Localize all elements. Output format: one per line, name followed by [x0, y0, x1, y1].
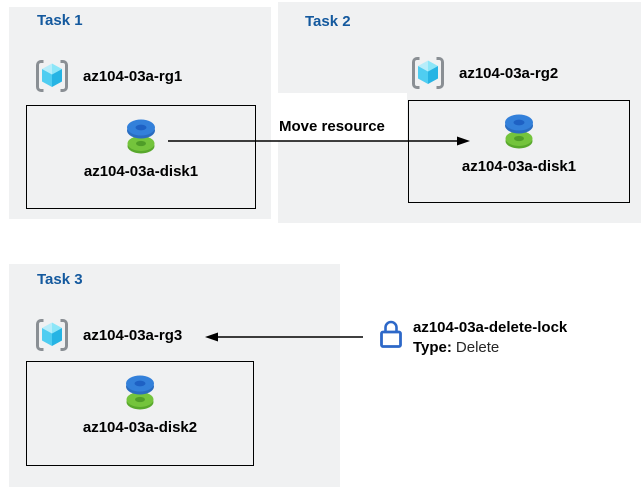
- move-resource-label: Move resource: [271, 93, 407, 141]
- resource-group-icon: [36, 60, 68, 92]
- delete-lock-type: Type:Delete: [413, 338, 567, 358]
- disk-icon: [126, 375, 154, 410]
- task1-resource-box: az104-03a-disk1: [26, 105, 256, 209]
- delete-lock-arrow: [205, 332, 363, 342]
- resource-group-icon: [36, 319, 68, 351]
- task3-resource-box: az104-03a-disk2: [26, 361, 254, 466]
- task3-rg-label: az104-03a-rg3: [83, 326, 183, 344]
- disk-icon: [505, 114, 533, 149]
- move-resource-arrow: [168, 136, 470, 146]
- task1-rg-label: az104-03a-rg1: [83, 67, 183, 85]
- delete-lock-type-label: Type:: [413, 339, 452, 356]
- task2-resource-box: az104-03a-disk1: [408, 100, 630, 203]
- disk-icon: [127, 119, 155, 154]
- lock-icon: [380, 320, 402, 348]
- task2-title: Task 2: [305, 13, 351, 30]
- task2-resource-group: az104-03a-rg2: [408, 53, 558, 93]
- resource-group-icon: [412, 57, 444, 89]
- task3-panel: Task 3 az104-03a-rg3 az104-03a-disk: [9, 264, 340, 487]
- task3-disk-label: az104-03a-disk2: [82, 419, 198, 436]
- task1-title: Task 1: [37, 12, 83, 29]
- task1-resource-group: az104-03a-rg1: [32, 56, 182, 96]
- task1-disk-label: az104-03a-disk1: [83, 163, 199, 180]
- task2-rg-label: az104-03a-rg2: [459, 64, 559, 82]
- task3-title: Task 3: [37, 271, 83, 288]
- move-resource-text: Move resource: [279, 118, 385, 135]
- delete-lock-icon-box: [371, 313, 411, 354]
- delete-lock-text: az104-03a-delete-lock Type:Delete: [413, 318, 567, 358]
- task1-panel: Task 1 az104-03a-rg1 az104-03a-disk: [9, 7, 271, 219]
- delete-lock-type-value: Delete: [455, 339, 500, 356]
- task3-resource-group: az104-03a-rg3: [32, 315, 182, 355]
- delete-lock-name: az104-03a-delete-lock: [413, 319, 568, 336]
- task2-disk-label: az104-03a-disk1: [461, 158, 577, 175]
